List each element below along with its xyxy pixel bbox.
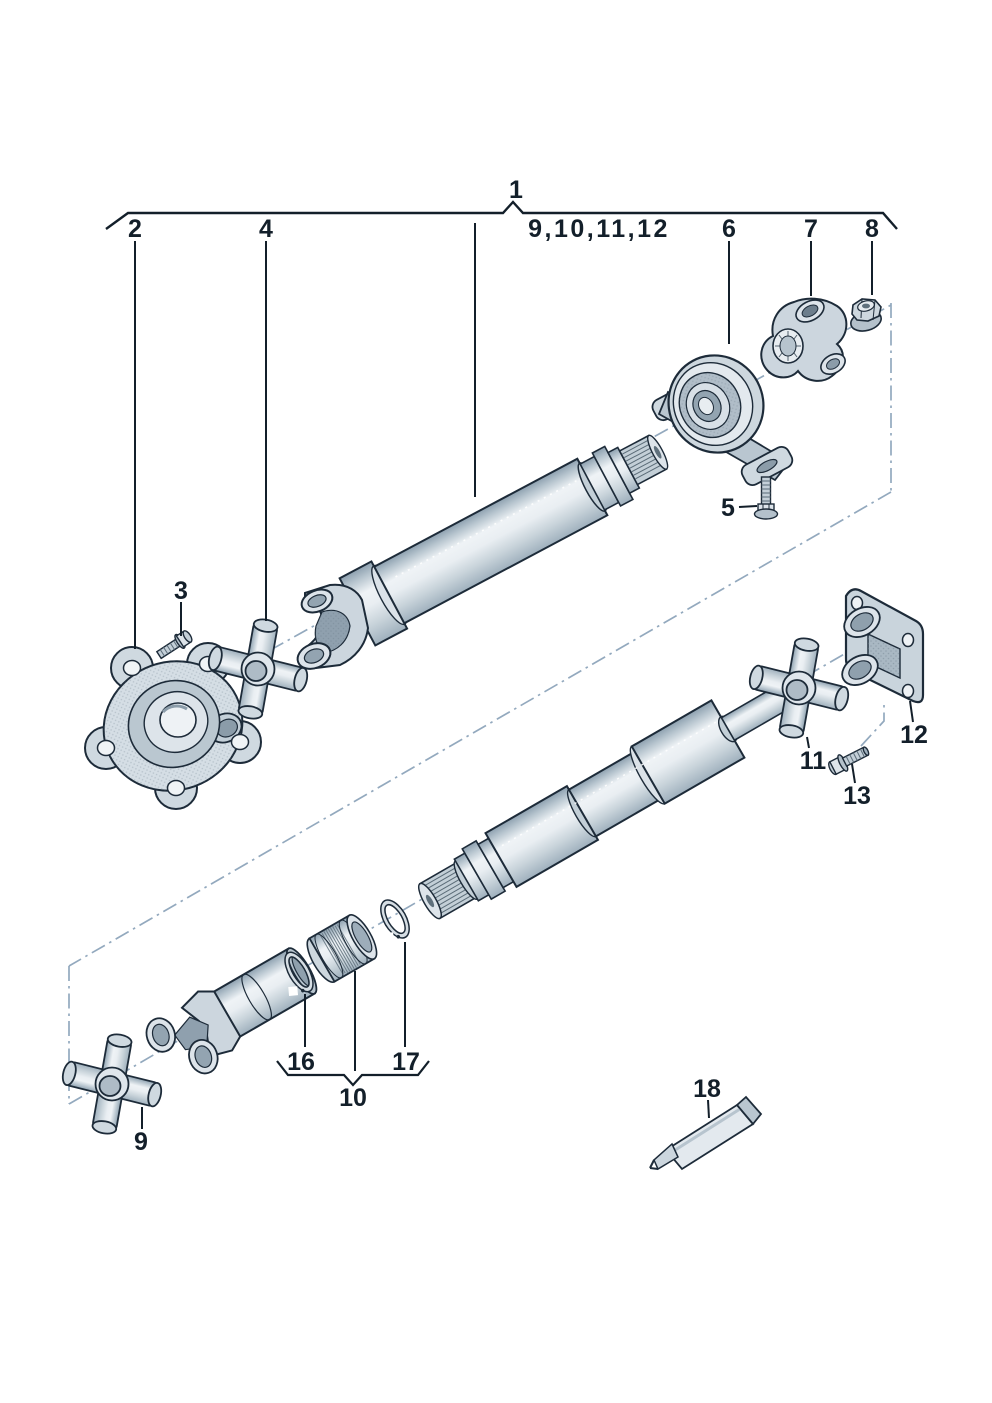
callout-12[interactable]: 12 — [900, 721, 928, 749]
callout-2[interactable]: 2 — [128, 215, 142, 243]
yoke7-splined-bore — [772, 328, 804, 364]
callout-group-9-10-11-12[interactable]: 9,10,11,12 — [528, 215, 670, 243]
callout-8[interactable]: 8 — [865, 215, 879, 243]
bolt13-reference-dashline — [860, 703, 885, 747]
leader-5 — [738, 505, 758, 508]
part-bolt-5 — [753, 476, 779, 520]
leader-18 — [707, 1099, 710, 1119]
callout-1[interactable]: 1 — [509, 176, 523, 204]
callout-10[interactable]: 10 — [339, 1084, 367, 1112]
callout-17[interactable]: 17 — [392, 1048, 420, 1076]
part-ring-16 — [284, 951, 314, 996]
part-nut-8 — [850, 298, 882, 332]
part-grease-tube-18 — [649, 1095, 763, 1171]
part-bearing-6 — [651, 354, 794, 486]
front-spline-teeth — [618, 434, 669, 486]
boundary-diagonal-dashline — [68, 491, 892, 967]
part-propshaft-front — [338, 434, 669, 647]
callout-6[interactable]: 6 — [722, 215, 736, 243]
part-yoke-7 — [760, 297, 848, 382]
callout-9[interactable]: 9 — [134, 1128, 148, 1156]
callout-3[interactable]: 3 — [174, 577, 188, 605]
part-ring-17 — [380, 899, 410, 942]
part-yoke-9-sleeve — [145, 947, 318, 1075]
callout-4[interactable]: 4 — [259, 215, 273, 243]
callout-5[interactable]: 5 — [721, 494, 735, 522]
part-flange-12 — [841, 588, 925, 704]
part-collar-nut-10 — [306, 914, 378, 983]
callout-11[interactable]: 11 — [800, 747, 827, 775]
leader-11 — [806, 736, 810, 749]
leader-lines — [134, 223, 914, 1129]
part-spider-9 — [59, 1031, 165, 1137]
part-bolt-13 — [828, 746, 870, 776]
part-shaft-rear — [417, 668, 817, 920]
callout-18[interactable]: 18 — [693, 1075, 721, 1103]
part-flange-2 — [84, 642, 262, 810]
leader-13 — [851, 763, 856, 784]
assembly-1-bracket — [105, 200, 898, 230]
callout-7[interactable]: 7 — [804, 215, 818, 243]
group-10-bracket — [276, 1060, 430, 1087]
callout-13[interactable]: 13 — [843, 782, 871, 810]
part-front-yoke — [296, 583, 370, 670]
leader-12 — [909, 700, 914, 723]
callout-16[interactable]: 16 — [287, 1048, 315, 1076]
